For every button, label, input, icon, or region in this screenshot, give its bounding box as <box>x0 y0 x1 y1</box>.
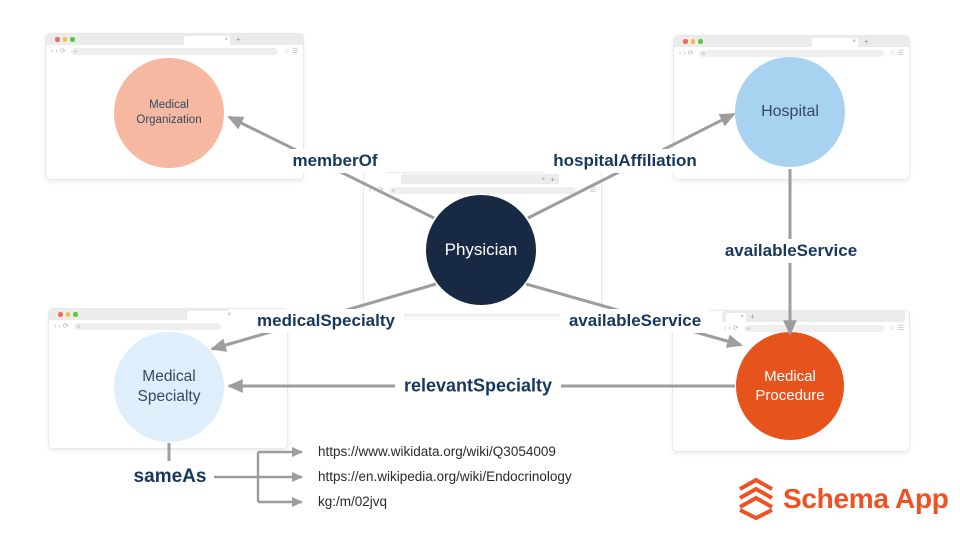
refresh-icon[interactable]: ⟳ <box>732 325 739 332</box>
forward-icon[interactable]: › <box>373 187 376 194</box>
browser-tab[interactable]: × <box>726 313 746 322</box>
browser-toolbar: ‹ › ⟳ ☆ ☰ <box>719 322 909 335</box>
tab-bar: × + <box>674 36 909 47</box>
tab-bar: × <box>49 309 233 320</box>
edge-label-medical-specialty: medicalSpecialty <box>248 309 404 333</box>
traffic-lights <box>55 37 75 42</box>
same-as-link-wikidata: https://www.wikidata.org/wiki/Q3054009 <box>318 444 556 459</box>
close-dot-icon[interactable] <box>55 37 60 42</box>
new-tab-icon[interactable]: + <box>750 312 755 321</box>
node-label: Organization <box>136 114 202 126</box>
node-label: Hospital <box>761 102 819 120</box>
menu-icon[interactable]: ☰ <box>291 48 298 55</box>
back-icon[interactable]: ‹ <box>51 48 54 55</box>
tab-close-icon[interactable]: × <box>740 314 744 320</box>
back-icon[interactable]: ‹ <box>54 323 57 330</box>
close-dot-icon[interactable] <box>683 39 688 44</box>
schema-app-chevrons-icon <box>739 478 773 520</box>
refresh-icon[interactable]: ⟳ <box>62 323 69 330</box>
maximize-dot-icon[interactable] <box>70 37 75 42</box>
bookmark-star-icon[interactable]: ☆ <box>581 187 588 194</box>
tab-close-icon[interactable]: × <box>852 39 856 45</box>
browser-toolbar: ‹ › ⟳ ☆ ☰ <box>46 45 303 58</box>
node-medical-procedure: Medical Procedure <box>736 332 844 440</box>
close-dot-icon[interactable] <box>58 312 63 317</box>
forward-icon[interactable]: › <box>55 48 58 55</box>
address-bar[interactable] <box>743 325 885 332</box>
same-as-link-wikipedia: https://en.wikipedia.org/wiki/Endocrinol… <box>318 469 572 484</box>
schema-app-logo-text: Schema App <box>783 483 949 514</box>
menu-icon[interactable]: ☰ <box>897 50 904 57</box>
maximize-dot-icon[interactable] <box>73 312 78 317</box>
address-bar[interactable] <box>70 48 279 55</box>
bookmark-star-icon[interactable]: ☆ <box>283 48 290 55</box>
back-icon[interactable]: ‹ <box>679 50 682 57</box>
edge-label-member-of: memberOf <box>283 149 387 173</box>
tab-close-icon[interactable]: × <box>227 312 231 318</box>
minimize-dot-icon[interactable] <box>690 39 695 44</box>
new-tab-icon[interactable]: + <box>864 37 869 46</box>
address-bar[interactable] <box>73 323 221 330</box>
browser-toolbar: ‹ › ⟳ ☆ ☰ <box>674 47 909 60</box>
address-bar[interactable] <box>388 187 577 194</box>
back-icon[interactable]: ‹ <box>369 187 372 194</box>
same-as-link-kg: kg:/m/02jvq <box>318 494 388 509</box>
edge-label-same-as: sameAs <box>127 464 213 490</box>
node-label: Medical <box>142 367 196 385</box>
traffic-lights <box>58 312 78 317</box>
browser-tab[interactable]: × <box>184 36 230 45</box>
edge-label-available-service-physician: availableService <box>559 309 711 333</box>
bookmark-star-icon[interactable]: ☆ <box>889 325 896 332</box>
maximize-dot-icon[interactable] <box>698 39 703 44</box>
forward-icon[interactable]: › <box>728 325 731 332</box>
new-tab-icon[interactable]: + <box>236 35 241 44</box>
minimize-dot-icon[interactable] <box>62 37 67 42</box>
bookmark-star-icon[interactable]: ☆ <box>889 50 896 57</box>
node-label: Procedure <box>755 387 825 404</box>
tab-bar: × + <box>722 311 905 322</box>
tab-bar: × + <box>401 174 559 184</box>
tab-bar: × + <box>46 34 303 45</box>
node-label: Medical <box>764 367 816 385</box>
edge-label-available-service-hospital: availableService <box>715 239 867 263</box>
same-as-bracket <box>214 452 260 502</box>
node-hospital: Hospital <box>735 57 845 167</box>
forward-icon[interactable]: › <box>58 323 61 330</box>
forward-icon[interactable]: › <box>683 50 686 57</box>
edge-label-hospital-affiliation: hospitalAffiliation <box>544 149 706 173</box>
node-label: Medical <box>149 99 189 112</box>
browser-toolbar: ‹ › ⟳ <box>49 320 229 333</box>
refresh-icon[interactable]: ⟳ <box>687 50 694 57</box>
node-label: Specialty <box>137 388 201 405</box>
node-label: Physician <box>444 239 518 259</box>
minimize-dot-icon[interactable] <box>65 312 70 317</box>
traffic-lights <box>683 39 703 44</box>
refresh-icon[interactable]: ⟳ <box>377 187 384 194</box>
refresh-icon[interactable]: ⟳ <box>59 48 66 55</box>
browser-tab[interactable]: × <box>812 38 858 47</box>
edge-label-relevant-specialty: relevantSpecialty <box>394 373 562 399</box>
browser-tab[interactable]: × <box>187 311 233 320</box>
menu-icon[interactable]: ☰ <box>589 187 596 194</box>
back-icon[interactable]: ‹ <box>724 325 727 332</box>
tab-close-icon[interactable]: × <box>224 37 228 43</box>
menu-icon[interactable]: ☰ <box>897 325 904 332</box>
node-medical-organization: Medical Organization <box>114 58 224 168</box>
node-physician: Physician <box>426 195 536 305</box>
schema-app-logo: Schema App <box>737 478 949 520</box>
address-bar[interactable] <box>698 50 885 57</box>
node-medical-specialty: Medical Specialty <box>114 332 224 442</box>
